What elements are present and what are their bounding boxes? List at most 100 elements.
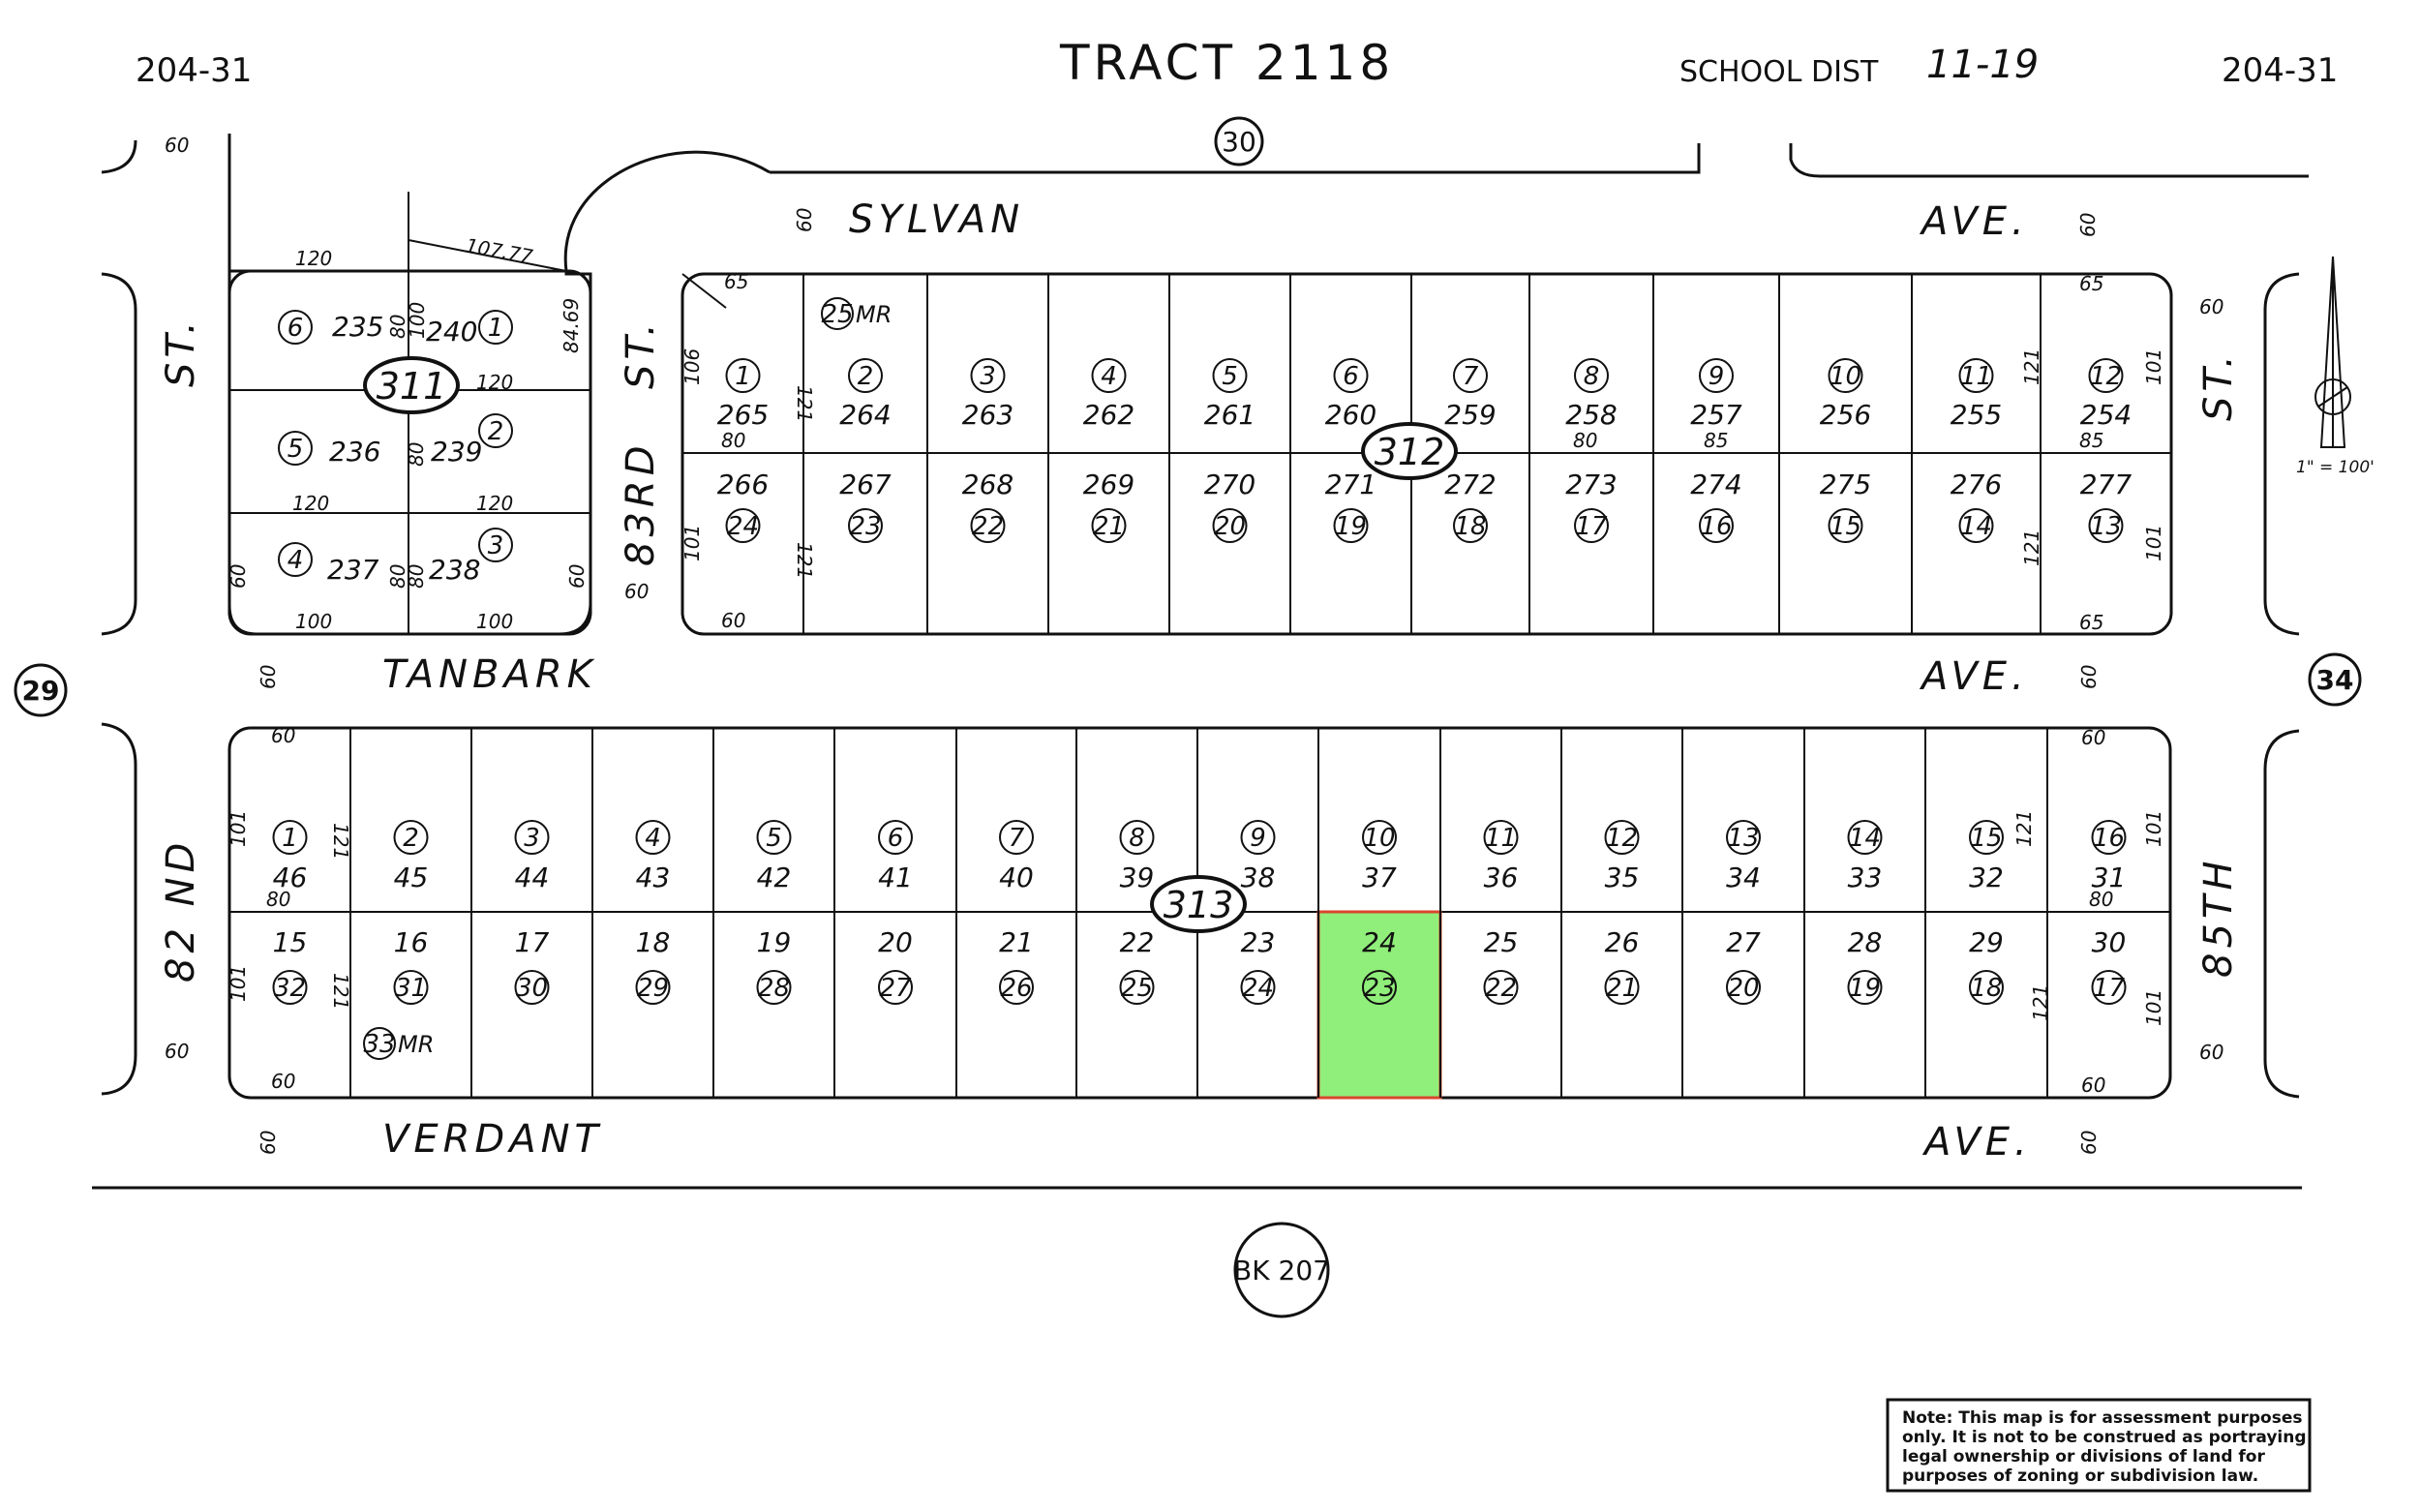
svg-text:120: 120 bbox=[292, 492, 329, 515]
svg-text:legal ownership or divisions o: legal ownership or divisions of land for bbox=[1902, 1447, 2265, 1467]
lot-311-235[interactable]: 6 235 bbox=[278, 310, 383, 345]
lot-313-5-top_lots[interactable]: 641 bbox=[878, 820, 913, 893]
svg-text:80: 80 bbox=[2089, 888, 2113, 911]
svg-text:60: 60 bbox=[271, 1070, 295, 1093]
adjacent-page-top[interactable]: 30 bbox=[1214, 116, 1264, 166]
lot-circle-number: 2 bbox=[403, 824, 419, 853]
lot-circle-number: 8 bbox=[1584, 362, 1600, 391]
lot-313-6-top_lots[interactable]: 740 bbox=[999, 820, 1034, 893]
svg-text:60: 60 bbox=[227, 564, 250, 589]
sylvan-ave-curbs bbox=[101, 134, 2309, 272]
lot-313-0-top_lots[interactable]: 146 bbox=[272, 820, 308, 893]
lot-313-8-top_lots[interactable]: 938 bbox=[1240, 820, 1276, 893]
lot-311-238[interactable]: 3 238 bbox=[429, 528, 513, 586]
lot-circle-number: 28 bbox=[758, 974, 790, 1003]
svg-text:80: 80 bbox=[386, 315, 409, 339]
disclaimer-note: Note: This map is for assessment purpose… bbox=[1886, 1398, 2312, 1493]
block-312-lot-lines bbox=[802, 274, 2042, 634]
block-311-outline bbox=[227, 269, 592, 636]
svg-text:235: 235 bbox=[332, 311, 383, 343]
svg-text:25: 25 bbox=[821, 300, 853, 329]
lot-313-2-top_lots[interactable]: 344 bbox=[514, 820, 550, 893]
lot-311-240[interactable]: 1 240 bbox=[426, 310, 513, 348]
lot-313-3-top_lots[interactable]: 443 bbox=[635, 820, 671, 893]
lot-circle-number: 10 bbox=[1830, 362, 1861, 391]
block-311-label: 311 bbox=[363, 356, 460, 414]
lot-circle-number: 18 bbox=[1970, 974, 2002, 1003]
adjacent-page-left[interactable]: 29 bbox=[14, 663, 68, 717]
lot-313-7-top_lots[interactable]: 839 bbox=[1119, 820, 1155, 893]
lot-number: 45 bbox=[394, 862, 429, 893]
lot-311-236[interactable]: 5 236 bbox=[278, 431, 380, 468]
svg-text:60: 60 bbox=[257, 1131, 280, 1155]
svg-text:MR: MR bbox=[856, 301, 892, 328]
adjacent-page-right[interactable]: 34 bbox=[2308, 652, 2362, 707]
lot-circle-number: 19 bbox=[1335, 512, 1367, 541]
lot-circle-number: 13 bbox=[1727, 824, 1759, 853]
lot-313-4-top_lots[interactable]: 542 bbox=[756, 820, 792, 893]
svg-text:85: 85 bbox=[1704, 429, 1728, 452]
svg-text:60: 60 bbox=[624, 580, 649, 603]
svg-text:80: 80 bbox=[386, 564, 409, 589]
lot-number: 41 bbox=[878, 862, 913, 893]
svg-text:238: 238 bbox=[429, 554, 480, 586]
block-312-label: 312 bbox=[1361, 422, 1458, 480]
svg-text:107.77: 107.77 bbox=[464, 233, 534, 268]
lot-313-1-top_lots[interactable]: 245 bbox=[393, 820, 429, 893]
lot-311-237[interactable]: 4 237 bbox=[278, 542, 379, 586]
lot-number: 32 bbox=[1969, 862, 2004, 893]
lot-circle-number: 5 bbox=[766, 824, 782, 853]
lot-circle-number: 4 bbox=[645, 824, 661, 853]
lot-circle-number: 7 bbox=[1463, 362, 1479, 391]
svg-text:121: 121 bbox=[2029, 984, 2052, 1021]
lot-311-239[interactable]: 2 239 bbox=[431, 413, 513, 468]
